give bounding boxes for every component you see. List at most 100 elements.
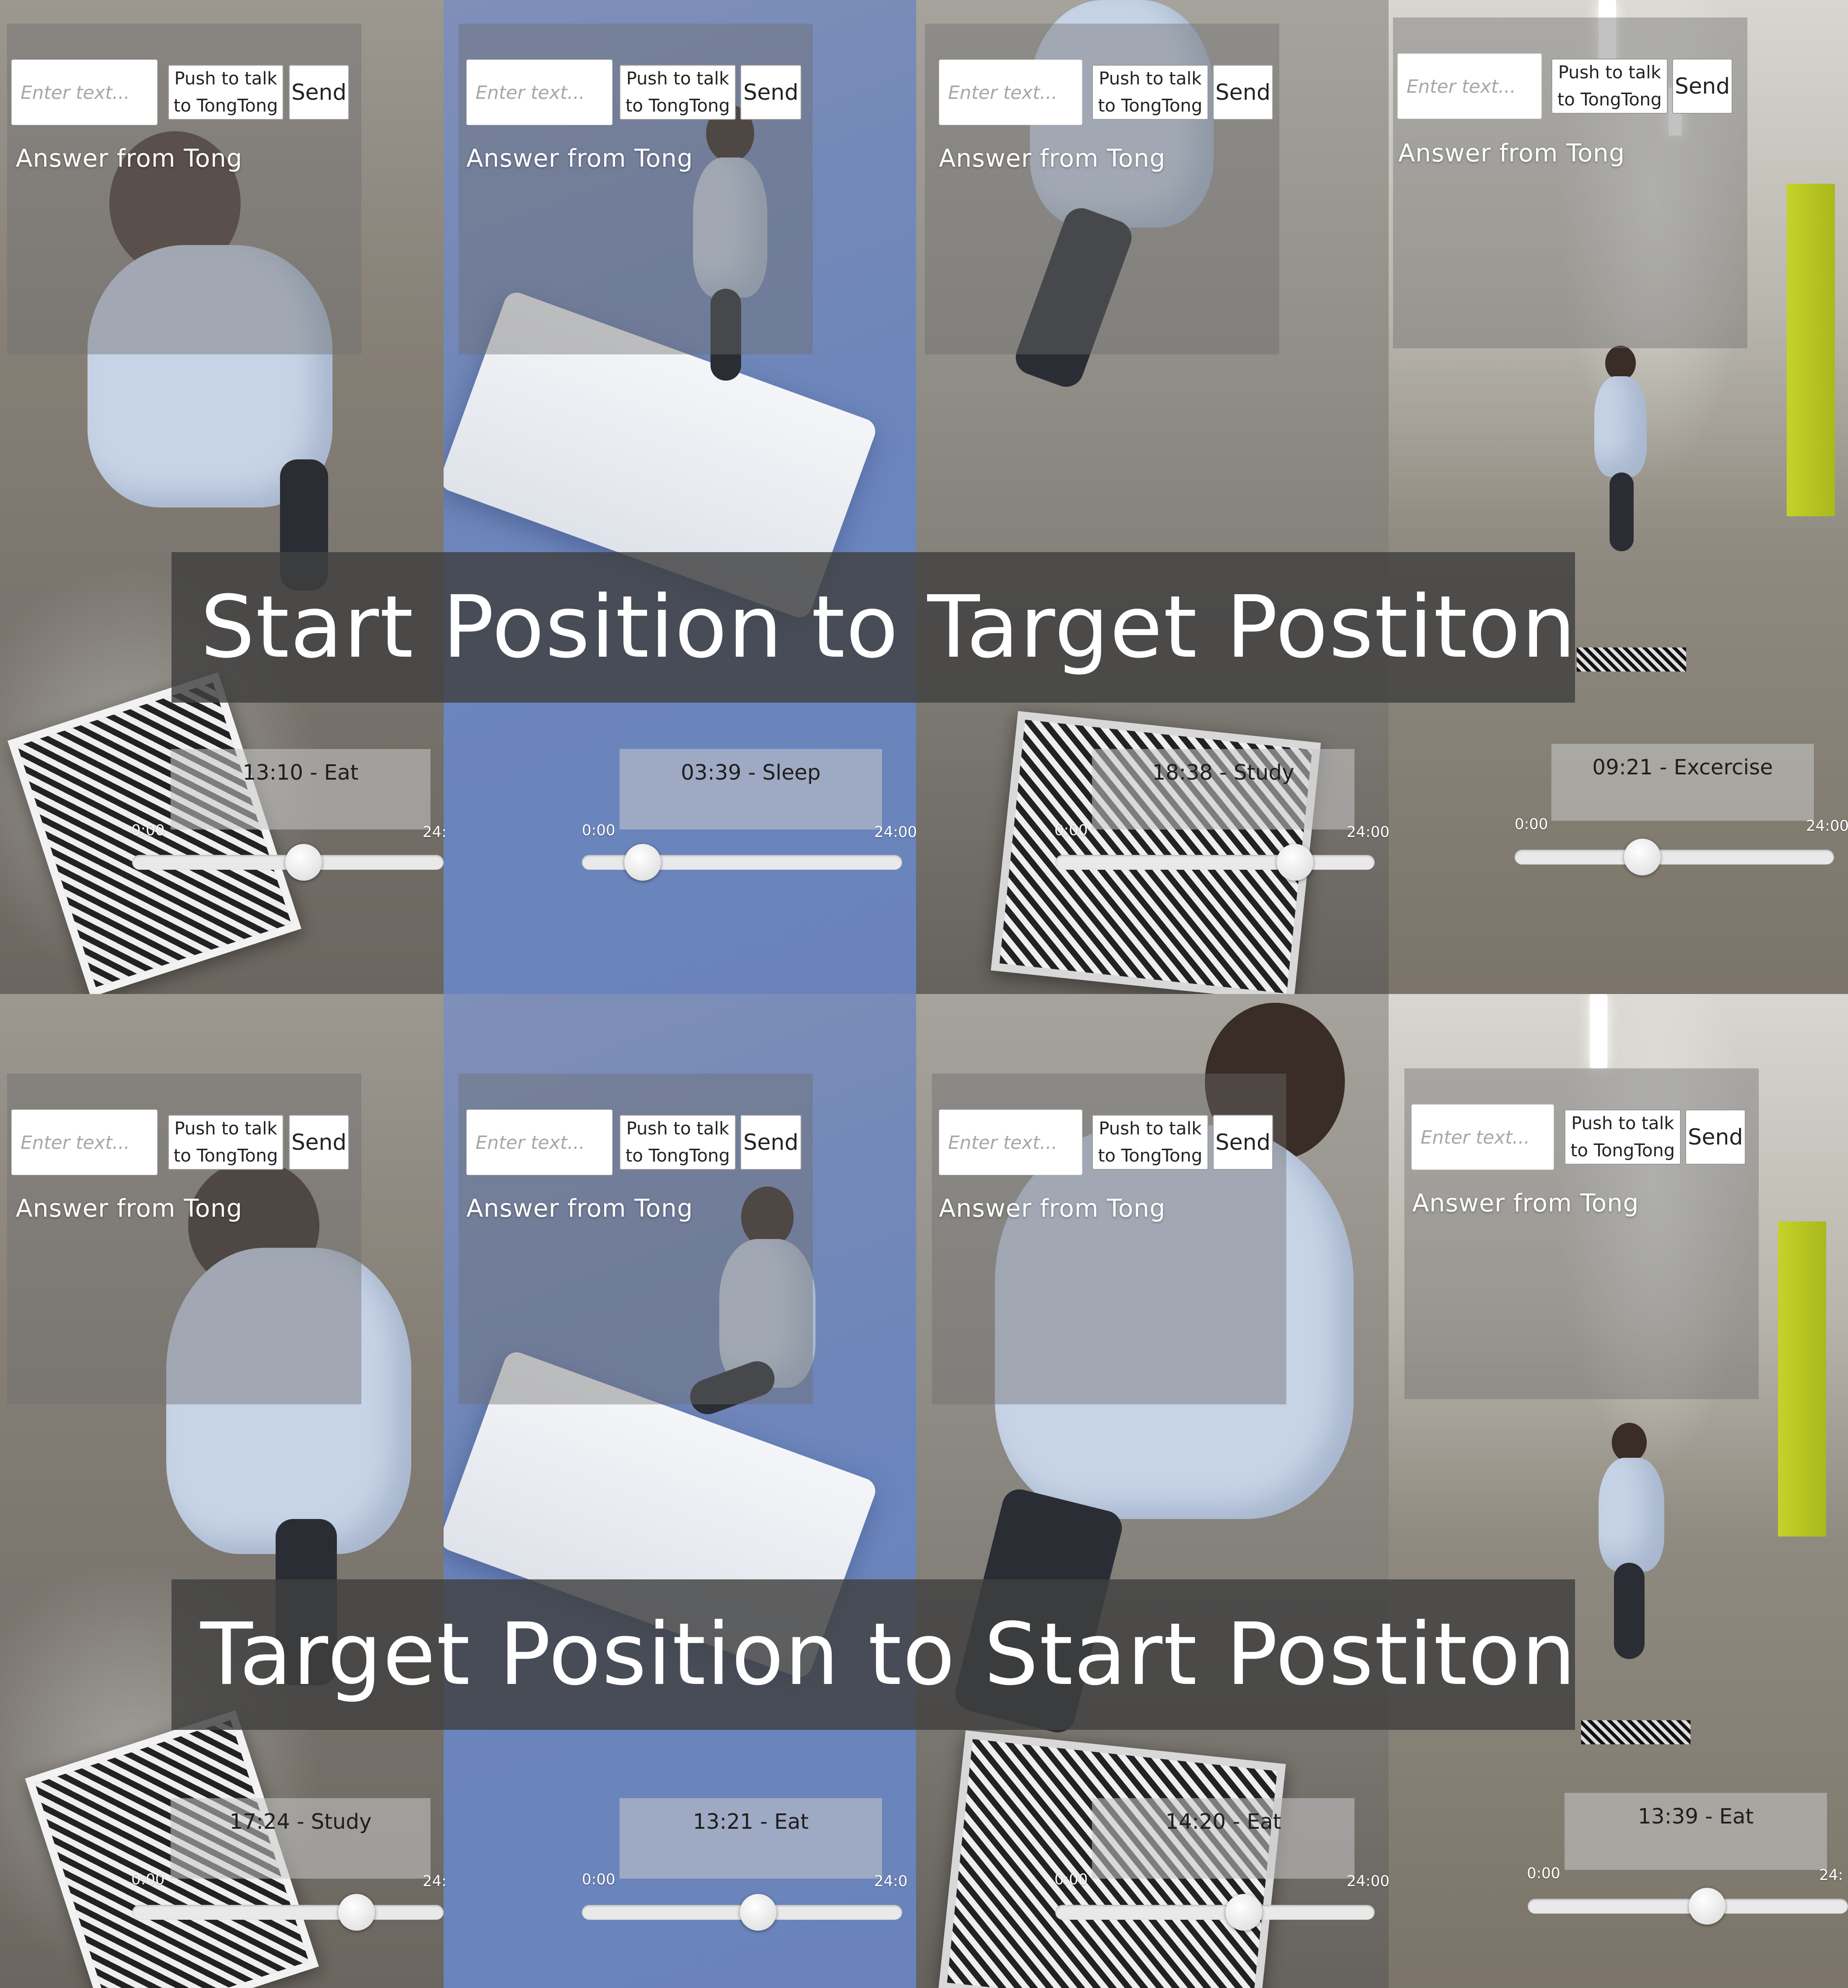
time-slider[interactable] <box>1055 844 1375 881</box>
push-to-talk-button[interactable]: Push to talk to TongTong <box>620 65 736 120</box>
slider-max-label: 24:00 <box>1347 1872 1390 1890</box>
push-to-talk-line2: to TongTong <box>625 1146 730 1166</box>
chat-text-input[interactable] <box>1397 53 1542 119</box>
slider-min-label: 0:00 <box>582 1871 616 1888</box>
time-slider-thumb[interactable] <box>1276 844 1313 881</box>
floor-rug <box>1577 648 1686 672</box>
push-to-talk-button[interactable]: Push to talk to TongTong <box>168 65 284 120</box>
chat-text-input[interactable] <box>939 60 1082 125</box>
push-to-talk-line2: to TongTong <box>1098 1146 1203 1166</box>
slider-min-label: 0:00 <box>582 822 616 839</box>
chat-text-input[interactable] <box>466 1110 612 1175</box>
character-head <box>1605 346 1636 381</box>
time-slider[interactable] <box>1055 1894 1375 1931</box>
character-head <box>1612 1423 1647 1462</box>
slider-max-label: 24:00 <box>874 823 917 841</box>
slider-min-label: 0:00 <box>1054 822 1088 839</box>
push-to-talk-line2: to TongTong <box>1570 1141 1675 1161</box>
time-slider-thumb[interactable] <box>624 844 662 881</box>
push-to-talk-button[interactable]: Push to talk to TongTong <box>1564 1110 1681 1165</box>
time-activity-label: 17:24 - Study <box>171 1798 430 1879</box>
banner-target-to-start: Target Position to Start Postiton <box>172 1579 1576 1730</box>
slider-max-label: 24:00 <box>1347 823 1390 841</box>
time-slider-thumb[interactable] <box>338 1894 375 1931</box>
time-slider[interactable] <box>1515 839 1834 875</box>
chat-text-input[interactable] <box>11 1110 158 1175</box>
push-to-talk-line1: Push to talk <box>1558 63 1661 83</box>
slider-max-label: 24:0 <box>874 1872 908 1890</box>
time-slider[interactable] <box>582 1894 902 1931</box>
character-head <box>741 1186 794 1248</box>
slider-min-label: 0:00 <box>1054 1871 1088 1888</box>
slider-min-label: 0:00 <box>131 822 165 839</box>
character-leg <box>1610 472 1634 551</box>
frame-1-panel <box>0 0 444 994</box>
push-to-talk-button[interactable]: Push to talk to TongTong <box>1551 59 1668 114</box>
push-to-talk-line2: to TongTong <box>1557 90 1662 110</box>
push-to-talk-line1: Push to talk <box>174 69 277 89</box>
time-activity-label: 13:10 - Eat <box>171 749 430 830</box>
time-slider-thumb[interactable] <box>1225 1894 1262 1931</box>
time-slider[interactable] <box>132 1894 444 1931</box>
push-to-talk-line1: Push to talk <box>174 1119 277 1139</box>
chat-text-input[interactable] <box>466 60 612 125</box>
push-to-talk-line1: Push to talk <box>1099 69 1202 89</box>
character-body <box>1599 1458 1664 1572</box>
time-slider-thumb[interactable] <box>1688 1888 1726 1925</box>
character-body <box>995 1125 1354 1519</box>
character-body <box>719 1239 816 1388</box>
time-slider[interactable] <box>582 844 902 881</box>
push-to-talk-button[interactable]: Push to talk to TongTong <box>1092 1115 1208 1170</box>
push-to-talk-line1: Push to talk <box>1099 1119 1202 1139</box>
push-to-talk-line2: to TongTong <box>173 96 278 116</box>
banner-start-to-target: Start Position to Target Postiton <box>172 552 1576 703</box>
send-button[interactable]: Send <box>1213 1115 1273 1170</box>
ceiling-light <box>1599 0 1616 70</box>
time-slider[interactable] <box>1528 1888 1848 1925</box>
push-to-talk-line2: to TongTong <box>625 96 730 116</box>
answer-text: Answer from Tong <box>1412 1189 1639 1218</box>
character-body <box>693 158 767 298</box>
green-pillar <box>1787 184 1835 516</box>
push-to-talk-button[interactable]: Push to talk to TongTong <box>1092 65 1208 120</box>
time-activity-label: 18:38 - Study <box>1092 749 1354 830</box>
send-button[interactable]: Send <box>740 1115 802 1170</box>
send-button[interactable]: Send <box>1672 59 1732 114</box>
push-to-talk-line1: Push to talk <box>1571 1113 1674 1134</box>
answer-text: Answer from Tong <box>466 144 693 173</box>
time-activity-label: 13:21 - Eat <box>620 1798 882 1879</box>
push-to-talk-button[interactable]: Push to talk to TongTong <box>168 1115 284 1170</box>
send-button[interactable]: Send <box>1213 65 1273 120</box>
slider-min-label: 0:00 <box>131 1871 165 1888</box>
push-to-talk-button[interactable]: Push to talk to TongTong <box>620 1115 736 1170</box>
ceiling-light <box>1590 994 1607 1068</box>
slider-max-label: 24:00 <box>1806 817 1848 835</box>
time-slider[interactable] <box>132 844 444 881</box>
send-button[interactable]: Send <box>1685 1110 1746 1165</box>
send-button[interactable]: Send <box>289 65 349 120</box>
slider-max-label: 24: <box>423 1872 447 1890</box>
answer-text: Answer from Tong <box>1398 139 1625 168</box>
answer-text: Answer from Tong <box>16 144 243 173</box>
time-activity-label: 09:21 - Excercise <box>1551 744 1814 821</box>
green-pillar <box>1778 1222 1826 1536</box>
time-slider-thumb[interactable] <box>1624 839 1661 875</box>
answer-text: Answer from Tong <box>466 1194 693 1223</box>
slider-max-label: 24: <box>1819 1866 1843 1884</box>
character-leg <box>710 289 741 381</box>
chat-text-input[interactable] <box>1411 1104 1554 1170</box>
push-to-talk-line2: to TongTong <box>1098 96 1203 116</box>
time-slider-thumb[interactable] <box>739 1894 777 1931</box>
slider-min-label: 0:00 <box>1527 1865 1561 1882</box>
character-leg <box>1614 1563 1645 1659</box>
chat-text-input[interactable] <box>11 60 158 125</box>
chat-text-input[interactable] <box>939 1110 1082 1175</box>
answer-text: Answer from Tong <box>16 1194 243 1223</box>
send-button[interactable]: Send <box>740 65 802 120</box>
slider-max-label: 24: <box>423 823 447 841</box>
character-body <box>166 1248 411 1554</box>
time-slider-thumb[interactable] <box>285 844 322 881</box>
send-button[interactable]: Send <box>289 1115 349 1170</box>
time-activity-label: 14:20 - Eat <box>1092 1798 1354 1879</box>
answer-text: Answer from Tong <box>939 144 1166 173</box>
